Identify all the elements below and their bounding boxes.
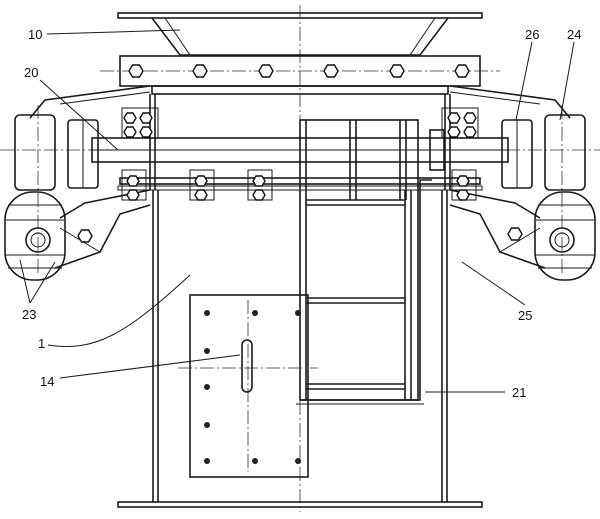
door-bolt-holes [204,310,301,464]
right-end-wheel [544,114,586,191]
right-lower-roller [534,191,596,281]
label-23: 23 [22,307,36,322]
left-bracket-bolts [121,107,159,139]
right-bracket-bolts [441,107,479,139]
top-feed-hopper [117,12,483,56]
label-26: 26 [525,27,539,42]
label-21: 21 [512,385,526,400]
left-lower-roller [4,191,66,281]
right-inner-roller [501,119,533,189]
left-inner-roller [67,119,99,189]
main-body-frame [117,190,483,508]
label-24: 24 [567,27,581,42]
internal-rack [296,119,432,405]
right-support-arm [449,85,571,269]
label-20: 20 [24,65,38,80]
flange-bolt-row [128,64,470,78]
leader-lines [19,29,575,393]
left-end-wheel [14,114,56,191]
label-1: 1 [38,336,45,351]
label-14: 14 [40,374,54,389]
left-arm-nut [77,229,93,243]
tie-bar-bolts [121,169,477,201]
label-25: 25 [518,308,532,323]
right-arm-nut [507,227,523,241]
label-10: 10 [28,27,42,42]
upper-frame [149,85,451,190]
inspection-door-plate [178,294,318,478]
